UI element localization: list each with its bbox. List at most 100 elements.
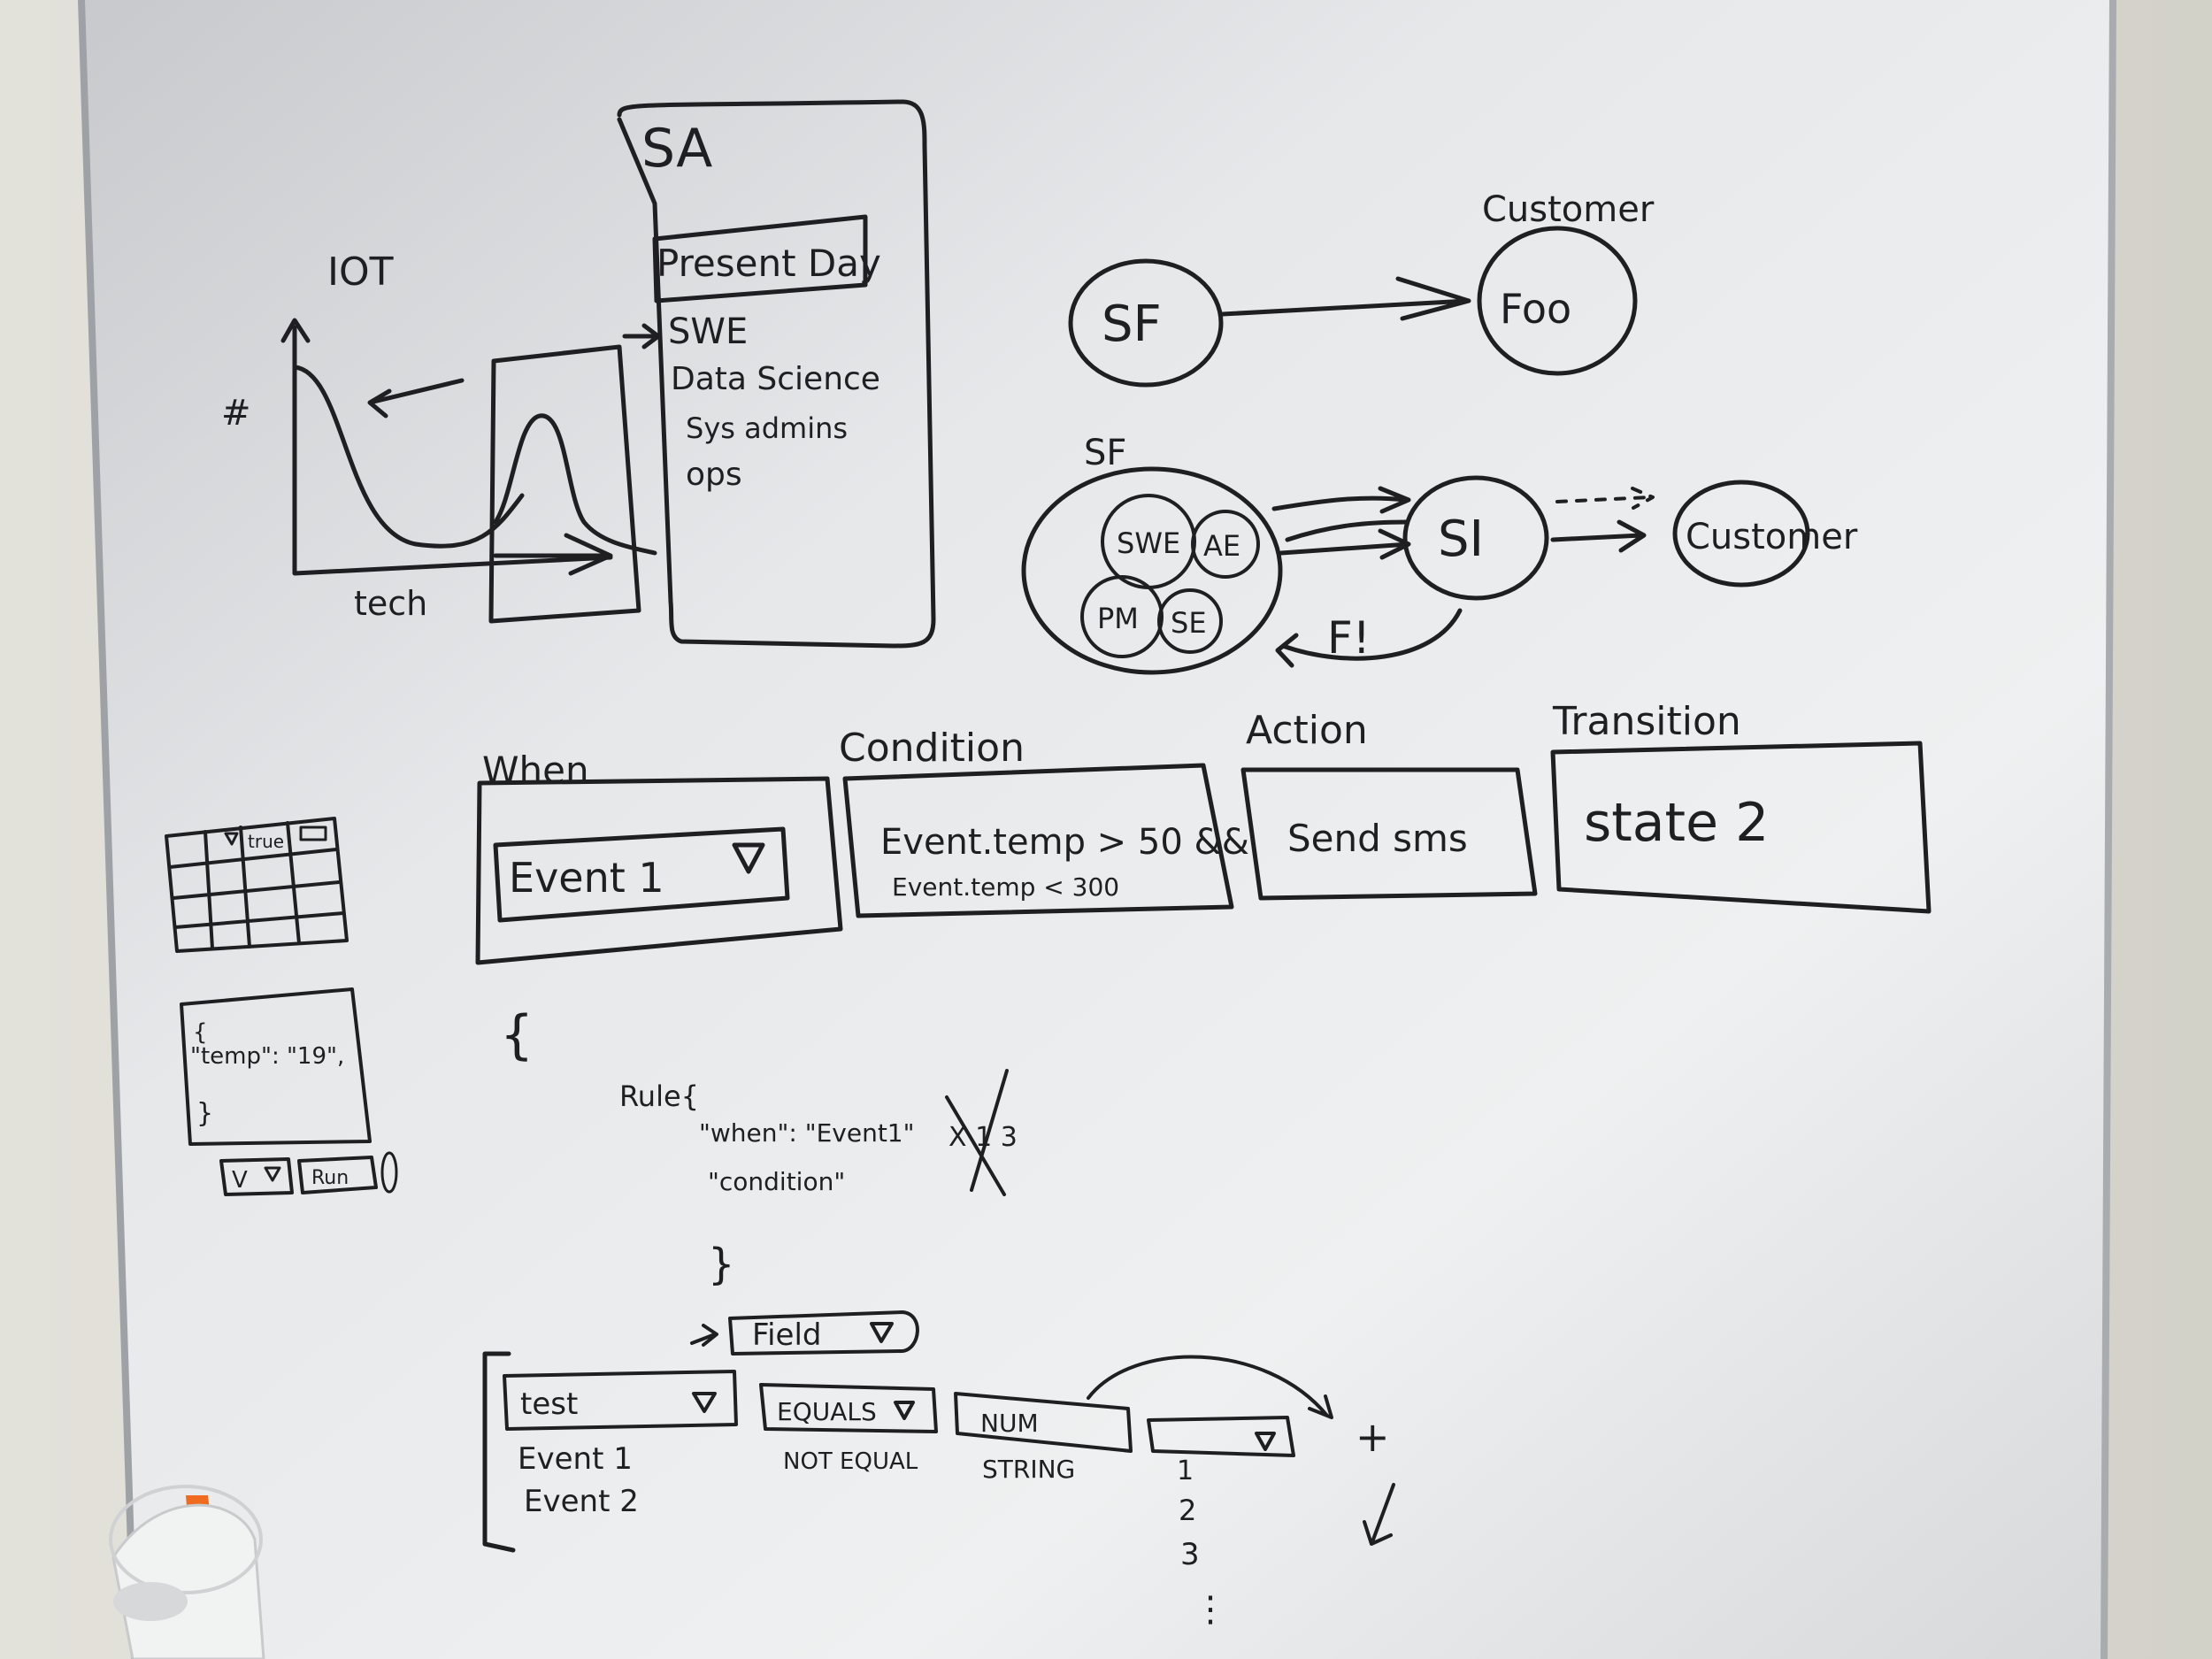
si-to-customer-arrow xyxy=(1550,519,1647,553)
field-bracket xyxy=(482,1351,516,1553)
feedback-label: F! xyxy=(1327,612,1371,664)
present-day-label: Present Day xyxy=(657,242,881,285)
sa-role-swe: SWE xyxy=(668,311,748,352)
json-box-line-2: "temp": "19", xyxy=(190,1043,344,1070)
sa-role-sysadmins: Sys admins xyxy=(686,411,848,445)
iot-x-label: tech xyxy=(354,584,427,623)
feedback-curve xyxy=(1275,608,1463,668)
json-box-line-1: { xyxy=(193,1019,208,1046)
iot-bump xyxy=(493,413,657,556)
mini-run-button xyxy=(297,1156,378,1194)
transition-box xyxy=(1550,741,1932,914)
type-select xyxy=(954,1392,1133,1453)
iot-axes xyxy=(280,318,613,576)
when-box xyxy=(475,776,843,965)
sa-panel: SA Present Day SWE Data Science Sys admi… xyxy=(617,99,936,649)
mini-table-caret-icon xyxy=(224,832,239,846)
mini-dropdown-caret-icon xyxy=(264,1166,281,1182)
down-arrow-icon xyxy=(1363,1483,1395,1546)
si-to-customer-dotted xyxy=(1555,487,1655,510)
type-select-value: NUM xyxy=(980,1409,1039,1438)
test-option-2: Event 2 xyxy=(524,1484,639,1519)
transition-value: state 2 xyxy=(1584,792,1769,854)
iot-arrow-left xyxy=(367,378,465,419)
customer-label-top: Customer xyxy=(1482,189,1655,230)
when-header: When xyxy=(482,749,589,792)
team-ae-bubble xyxy=(1191,510,1260,579)
rule-json-strikeout xyxy=(945,1069,1009,1196)
sf-group-label: SF xyxy=(1084,433,1126,473)
mini-widgets: true { "temp": "19", } V Run xyxy=(165,817,398,1196)
test-select-caret-icon xyxy=(692,1392,717,1413)
event-dropdown-caret-icon xyxy=(732,842,765,874)
field-dropdown-caret-icon xyxy=(870,1322,894,1343)
mini-dropdown xyxy=(219,1157,294,1196)
iot-arrow-right xyxy=(493,533,613,576)
operator-option-1: NOT EQUAL xyxy=(783,1448,918,1475)
team-ae-label: AE xyxy=(1203,529,1240,563)
team-se-label: SE xyxy=(1171,606,1207,640)
mini-radio-icon xyxy=(380,1151,398,1194)
value-option-1: 1 xyxy=(1177,1455,1194,1486)
board-frame-left xyxy=(78,0,138,1659)
operator-caret-icon xyxy=(894,1401,915,1420)
connector-curve xyxy=(1087,1355,1333,1419)
field-dropdown xyxy=(728,1310,919,1356)
rule-json-sketch: { Rule{ "when": "Event1" X 1 3 "conditio… xyxy=(500,1004,1018,1289)
cup-shadow xyxy=(113,1582,188,1621)
sa-panel-border xyxy=(617,99,936,649)
test-option-1: Event 1 xyxy=(518,1441,633,1477)
rule-json-when: "when": "Event1" xyxy=(699,1118,915,1148)
condition-box xyxy=(842,763,1234,918)
value-option-more: ⋮ xyxy=(1193,1589,1228,1630)
iot-window-box xyxy=(488,344,641,624)
transition-header: Transition xyxy=(1552,699,1741,744)
plus-add: + xyxy=(1356,1413,1390,1461)
mini-table xyxy=(165,817,349,953)
si-node xyxy=(1402,475,1549,601)
action-value: Send sms xyxy=(1287,817,1468,860)
foo-node-label: Foo xyxy=(1500,285,1571,333)
operator-select xyxy=(759,1383,938,1433)
event-dropdown-value: Event 1 xyxy=(509,854,664,902)
marker-cup xyxy=(109,1485,265,1659)
iot-sketch: IOT # tech xyxy=(221,250,661,624)
si-node-label: SI xyxy=(1438,511,1484,568)
whiteboard-surface xyxy=(81,0,2113,1659)
rule-json-open-brace: { xyxy=(500,1004,534,1066)
value-option-3: 3 xyxy=(1180,1537,1200,1572)
sf-group-circle xyxy=(1021,466,1283,675)
operator-select-value: EQUALS xyxy=(777,1397,877,1426)
value-select xyxy=(1147,1416,1295,1457)
mini-dropdown-label: V xyxy=(232,1167,248,1194)
field-arrow xyxy=(690,1324,718,1347)
value-option-2: 2 xyxy=(1179,1494,1196,1527)
sa-role-data-science: Data Science xyxy=(671,361,880,397)
rule-json-condition: "condition" xyxy=(708,1167,845,1196)
customer-flow-diagram: Customer SF Foo SF SWE AE PM SE SI Custo… xyxy=(1021,189,1858,675)
team-pm-label: PM xyxy=(1097,602,1139,635)
team-se-bubble xyxy=(1157,588,1223,654)
team-pm-bubble xyxy=(1080,575,1164,658)
iot-title: IOT xyxy=(327,250,394,295)
condition-header: Condition xyxy=(839,726,1025,771)
type-option-1: STRING xyxy=(982,1455,1075,1484)
test-select xyxy=(503,1370,738,1431)
json-box-line-3: } xyxy=(196,1098,213,1129)
field-builder: Field test Event 1 Event 2 EQUALS NOT EQ… xyxy=(482,1310,1395,1630)
mini-table-toggle-icon xyxy=(299,826,327,841)
json-box xyxy=(180,987,372,1146)
rule-json-close-brace: } xyxy=(708,1240,735,1289)
present-day-box xyxy=(652,214,868,303)
board-frame-right xyxy=(2101,0,2116,1659)
field-dropdown-label: Field xyxy=(752,1317,821,1353)
rule-builder: When Event 1 Condition Event.temp > 50 &… xyxy=(475,699,1932,965)
cup-rim xyxy=(109,1485,263,1594)
condition-subexpression: Event.temp < 300 xyxy=(892,872,1119,902)
action-box xyxy=(1240,767,1538,901)
sf-node xyxy=(1068,258,1224,388)
value-caret-icon xyxy=(1255,1432,1276,1451)
customer-node-label: Customer xyxy=(1686,517,1858,557)
foo-node xyxy=(1477,226,1638,376)
